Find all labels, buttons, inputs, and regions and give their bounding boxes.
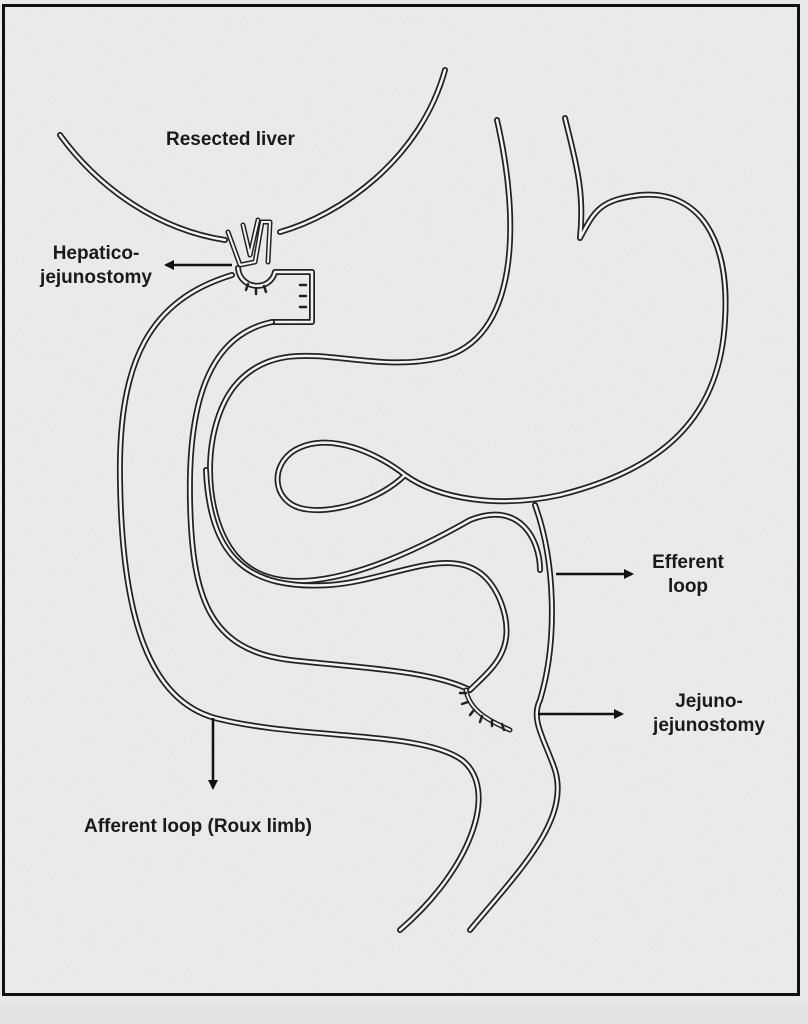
- paper-texture: [5, 7, 797, 993]
- biliopancreatic-limb: [203, 117, 543, 693]
- label-efferent-loop-line2: loop: [667, 576, 709, 597]
- label-jejunojejunostomy: Jejuno- jejunostomy: [638, 690, 780, 738]
- bile-duct: [225, 217, 273, 268]
- label-hepaticojejunostomy: Hepatico- jejunostomy: [26, 242, 166, 290]
- label-jejunojejunostomy-line1: Jejuno-: [675, 691, 743, 712]
- bottom-strip: [0, 1001, 808, 1024]
- label-hepaticojejunostomy-line2: jejunostomy: [40, 267, 152, 288]
- liver-edge: [57, 67, 448, 243]
- anatomy-outlines: [57, 67, 729, 933]
- jejunojejunostomy-site: [458, 687, 513, 733]
- label-afferent-loop: Afferent loop (Roux limb): [84, 816, 312, 837]
- label-resected-liver: Resected liver: [166, 129, 295, 150]
- stomach: [274, 115, 729, 514]
- roux-limb: [116, 272, 482, 933]
- label-efferent-loop-line1: Efferent: [652, 552, 724, 573]
- label-efferent-loop: Efferent loop: [648, 551, 728, 599]
- hepaticojejunostomy-end: [235, 265, 315, 325]
- arrows: [164, 260, 634, 790]
- efferent-limb: [467, 502, 561, 933]
- label-hepaticojejunostomy-line1: Hepatico-: [52, 243, 140, 264]
- label-jejunojejunostomy-line2: jejunostomy: [653, 715, 765, 736]
